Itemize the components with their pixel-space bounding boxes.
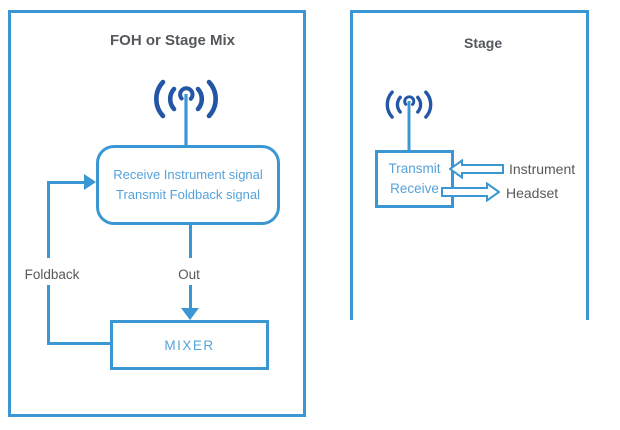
foldback-connector-upper <box>47 181 50 258</box>
stage-panel <box>350 10 589 320</box>
foldback-label: Foldback <box>24 267 80 282</box>
mixer-box: MIXER <box>110 320 269 370</box>
out-label: Out <box>178 267 200 282</box>
stage-transceiver-line2: Receive <box>390 181 439 196</box>
wireless-antenna-icon <box>385 90 433 150</box>
foldback-arrow-line <box>47 181 86 184</box>
foh-transceiver-box: Receive Instrument signal Transmit Foldb… <box>96 145 280 225</box>
mixer-label: MIXER <box>164 337 215 353</box>
out-connector-lower <box>188 285 192 310</box>
stage-transceiver-box: Transmit Receive <box>375 150 454 208</box>
stage-transceiver-line1: Transmit <box>388 161 441 176</box>
out-connector-upper <box>188 225 192 258</box>
foldback-connector-lower <box>47 285 50 345</box>
foh-panel <box>8 10 306 417</box>
wireless-antenna-icon <box>154 79 218 145</box>
out-arrowhead-icon <box>181 308 199 320</box>
foh-transceiver-line2: Transmit Foldback signal <box>115 187 260 202</box>
foh-transceiver-line1: Receive Instrument signal <box>113 167 263 182</box>
instrument-arrow-icon <box>449 158 504 179</box>
headset-label: Headset <box>506 184 559 201</box>
headset-arrow-icon <box>441 182 500 202</box>
instrument-label: Instrument <box>509 161 576 177</box>
foldback-connector-bottom <box>47 342 110 345</box>
foldback-arrowhead-icon <box>84 173 96 190</box>
foh-panel-title: FOH or Stage Mix <box>110 32 236 49</box>
stage-panel-title: Stage <box>464 35 503 51</box>
